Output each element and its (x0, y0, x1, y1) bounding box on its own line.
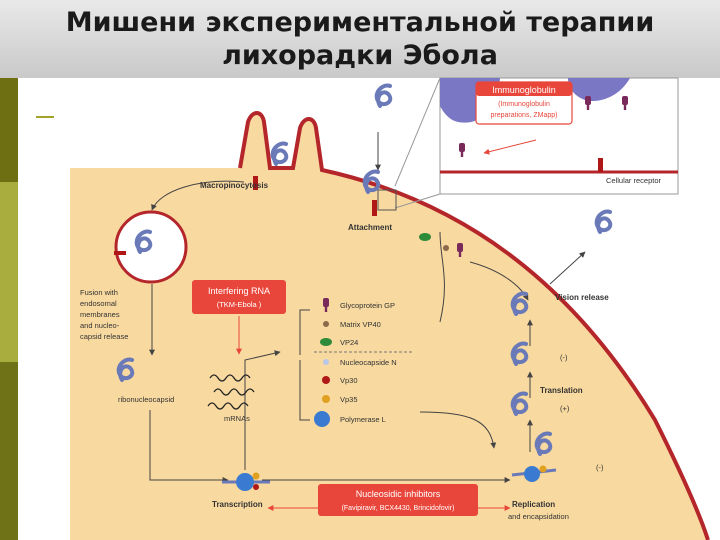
virion-outside-1 (374, 83, 393, 108)
side-bar-top (0, 78, 18, 182)
arrow-transcription-to-mrna (244, 350, 281, 470)
legend-n-label: Nucleocapside N (340, 358, 397, 367)
legend-vp35-label: Vp35 (340, 395, 358, 404)
encapsidation-label: and encapsidation (508, 512, 569, 521)
bracket-membrane-proteins (439, 231, 445, 323)
arrow-vision-release (549, 251, 586, 285)
minus-strand-label-1: (-) (560, 353, 568, 362)
interfering-rna-line-1: (TKM-Ebola ) (217, 300, 262, 309)
vision-release-label: Vision release (555, 293, 609, 302)
macropinocytosis-label: Macropinocytosis (200, 181, 269, 190)
slide-title: Мишени экспериментальной терапии лихорад… (0, 6, 720, 72)
legend-vp24-swatch (320, 338, 332, 346)
legend-vp30-label: Vp30 (340, 376, 358, 385)
receptor-attachment (372, 200, 377, 216)
arrow-to-transcription (149, 410, 229, 483)
inset-receptor (598, 158, 603, 172)
fusion-line-4: and nucleo- (80, 321, 120, 330)
legend-polymerase-swatch (314, 411, 330, 427)
immunoglobulin-line-1: (Immunoglobulin (498, 101, 550, 108)
fusion-label: Fusion with endosomal membranes and nucl… (80, 288, 128, 341)
slide-title-line-2: лихорадки Эбола (222, 40, 498, 71)
ribonucleocapsid-label: ribonucleocapsid (118, 395, 174, 404)
interfering-rna-title: Interfering RNA (208, 286, 270, 296)
attachment-label: Attachment (348, 223, 392, 232)
slide-title-line-1: Мишени экспериментальной терапии (65, 7, 655, 38)
arrow-proteins-to-replication (419, 411, 497, 449)
inset-block-arrow (483, 139, 537, 155)
plus-strand-label: (+) (560, 404, 570, 413)
replication-label: Replication (512, 500, 555, 509)
mrnas-label: mRNAs (224, 414, 250, 423)
fusion-line-1: Fusion with (80, 288, 118, 297)
cellular-receptor-label: Cellular receptor (606, 176, 662, 185)
minus-strand-label-2: (-) (596, 463, 604, 472)
side-bar-middle (0, 182, 18, 362)
legend-polymerase-label: Polymerase L (340, 415, 386, 424)
protein-legend: Glycoprotein GP Matrix VP40 VP24 Nucleoc… (314, 298, 414, 427)
transcription-label: Transcription (212, 500, 263, 509)
legend-vp40-label: Matrix VP40 (340, 320, 381, 329)
membrane-vp24 (419, 233, 431, 241)
zoom-marker (377, 189, 397, 211)
nucleosidic-line-1: (Favipiravir, BCX4430, Brincidofovir) (342, 505, 455, 512)
legend-gp-label: Glycoprotein GP (340, 301, 395, 310)
inset-blob-right (568, 78, 630, 102)
fusion-line-5: capsid release (80, 332, 128, 341)
mrna-strand-3 (207, 402, 249, 410)
legend-n-swatch (323, 359, 329, 365)
translation-label: Translation (540, 386, 583, 395)
inset-zoom-line-2 (394, 77, 441, 187)
decor-rule-left (36, 116, 54, 118)
title-bar (0, 0, 720, 78)
mrna-strand-1 (209, 374, 251, 382)
virion-released (594, 209, 613, 234)
mrna-strand-2 (213, 388, 255, 396)
fusion-line-3: membranes (80, 310, 120, 319)
legend-vp40-swatch (323, 321, 329, 327)
inset-zoom-line (394, 193, 441, 209)
arrow-macro-to-endosome (151, 180, 245, 211)
transcription-complex (222, 472, 270, 491)
nucleosidic-inhibitors-callout (318, 484, 478, 516)
membrane-vp40 (443, 245, 449, 251)
legend-vp30-swatch (322, 376, 330, 384)
receptor-macropinocytosis (253, 176, 258, 190)
cell-membrane (238, 111, 710, 540)
legend-vp24-label: VP24 (340, 338, 358, 347)
immunoglobulin-line-2: preparations, ZMapp) (491, 112, 558, 119)
endosome-receptor (114, 251, 126, 255)
immunoglobulin-callout-header (476, 82, 572, 96)
fusion-line-2: endosomal (80, 299, 117, 308)
side-bar-bottom (0, 362, 18, 540)
replication-complex (511, 465, 557, 482)
virion-outside-2 (270, 141, 289, 166)
nucleosidic-title: Nucleosidic inhibitors (356, 489, 441, 499)
legend-vp35-swatch (322, 395, 330, 403)
interfering-rna-callout (192, 280, 286, 314)
immunoglobulin-title: Immunoglobulin (492, 85, 556, 95)
bracket-legend (299, 309, 310, 421)
